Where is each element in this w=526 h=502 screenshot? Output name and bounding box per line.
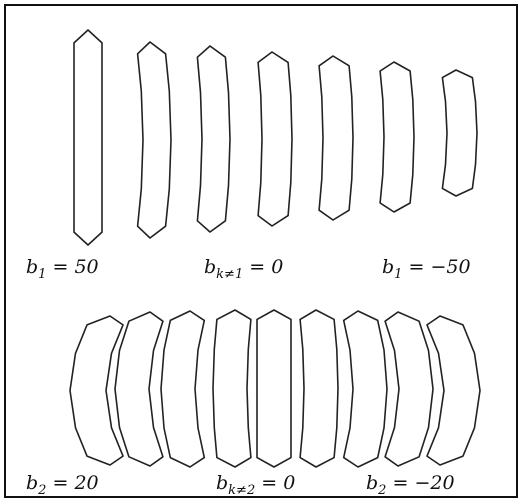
row1-shape-6 <box>379 61 415 213</box>
row1-label-right: b1 = −50 <box>382 256 471 282</box>
row2-shape-8 <box>384 311 434 467</box>
row2-shape-2 <box>114 311 164 467</box>
row1-shape-1 <box>73 29 103 246</box>
row1-shape-4 <box>257 51 293 227</box>
figure-border <box>4 4 518 498</box>
row1-shape-2 <box>136 41 172 239</box>
row1-shape-3 <box>196 45 231 233</box>
row2-shape-9 <box>426 315 481 466</box>
row1-shapes <box>73 29 478 246</box>
row2-shape-5 <box>256 309 292 468</box>
row2-label-middle: bk≠2 = 0 <box>216 472 296 498</box>
row2-shape-7 <box>342 310 388 468</box>
row1-label-left: b1 = 50 <box>26 256 99 282</box>
row2-label-right: b2 = −20 <box>366 472 455 498</box>
row2-label-left: b2 = 20 <box>26 472 99 498</box>
row2-shape-3 <box>160 310 206 468</box>
row1-shape-7 <box>441 69 478 197</box>
row2-shape-6 <box>299 309 339 468</box>
row1-label-middle: bk≠1 = 0 <box>204 256 284 282</box>
row2-shape-1 <box>69 315 124 466</box>
row2-shape-4 <box>212 309 252 468</box>
row1-shape-5 <box>318 55 354 221</box>
row2-shapes <box>69 309 481 468</box>
